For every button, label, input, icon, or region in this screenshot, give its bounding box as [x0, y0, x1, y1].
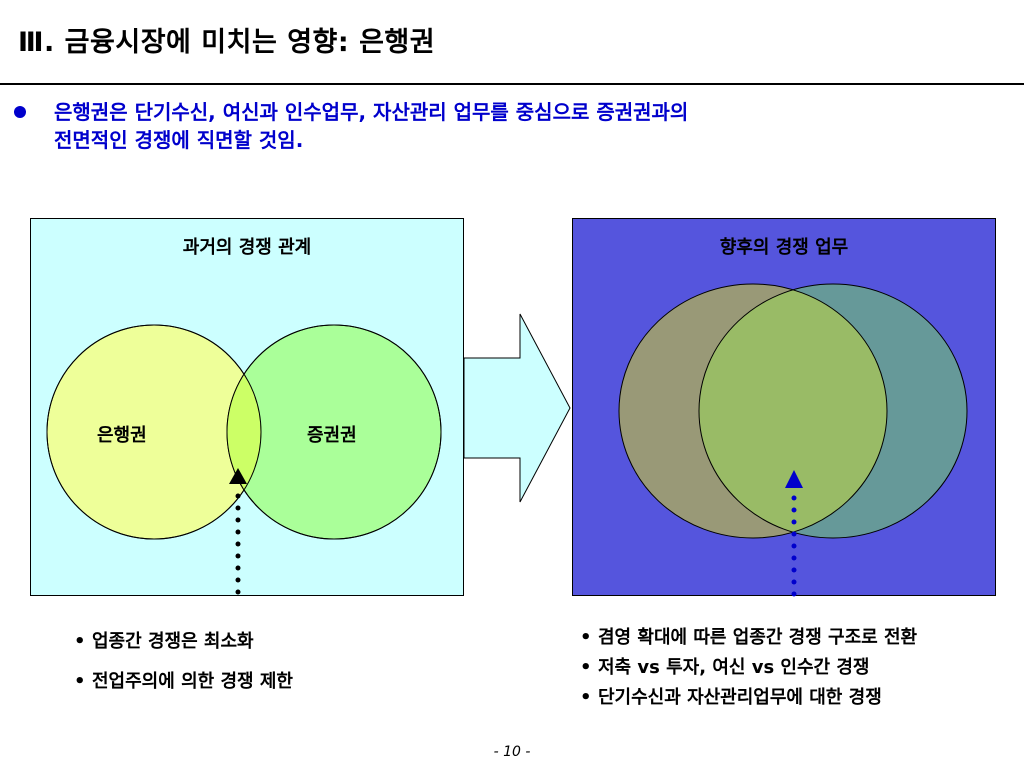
past-bullet-list: 업종간 경쟁은 최소화 전업주의에 의한 경쟁 제한	[74, 630, 454, 710]
future-competition-panel: 향후의 경쟁 업무	[572, 218, 996, 596]
bullet-dot-icon	[14, 106, 26, 118]
list-item: 전업주의에 의한 경쟁 제한	[74, 670, 454, 694]
future-bullet-list: 겸영 확대에 따른 업종간 경쟁 구조로 전환 저축 vs 투자, 여신 vs …	[580, 626, 1000, 716]
past-competition-panel: 과거의 경쟁 관계 은행권 증권권	[30, 218, 464, 596]
list-item: 단기수신과 자산관리업무에 대한 경쟁	[580, 686, 1000, 710]
page-number: - 10 -	[493, 744, 531, 760]
securities-label: 증권권	[307, 425, 357, 446]
future-venn-diagram	[618, 283, 968, 539]
list-item: 저축 vs 투자, 여신 vs 인수간 경쟁	[580, 656, 1000, 680]
list-item: 겸영 확대에 따른 업종간 경쟁 구조로 전환	[580, 626, 978, 650]
transition-arrow-icon	[463, 313, 571, 503]
lead-line-2: 전면적인 경쟁에 직면할 것임.	[54, 128, 304, 152]
bank-label: 은행권	[97, 425, 147, 446]
slide-title: Ⅲ. 금융시장에 미치는 영향: 은행권	[18, 27, 436, 58]
lead-text: 은행권은 단기수신, 여신과 인수업무, 자산관리 업무를 중심으로 증권권과의…	[54, 98, 974, 154]
list-item: 업종간 경쟁은 최소화	[74, 630, 454, 654]
title-divider	[0, 83, 1024, 85]
future-panel-title: 향후의 경쟁 업무	[719, 237, 849, 258]
past-panel-title: 과거의 경쟁 관계	[182, 237, 312, 258]
lead-line-1: 은행권은 단기수신, 여신과 인수업무, 자산관리 업무를 중심으로 증권권과의	[54, 100, 689, 124]
past-pointer-arrow-icon	[229, 468, 247, 595]
past-venn-diagram	[46, 324, 442, 540]
future-pointer-arrow-icon	[785, 470, 803, 597]
overlap-future	[699, 284, 887, 538]
